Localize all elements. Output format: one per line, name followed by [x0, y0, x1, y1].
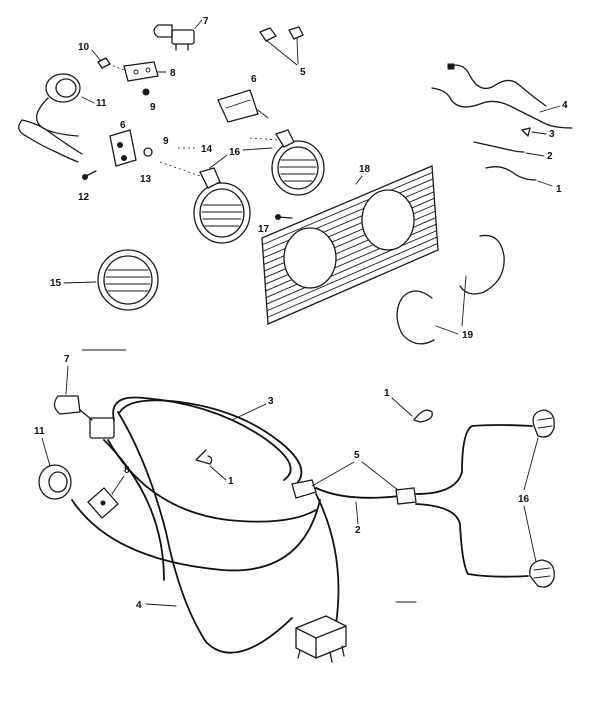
callout-16-lower: 16: [518, 494, 530, 505]
callout-13: 13: [140, 174, 152, 185]
wiring-harness: [71, 396, 533, 654]
wire-harness-part: [431, 63, 573, 187]
callout-7: 7: [203, 16, 209, 27]
callout-2: 2: [547, 151, 553, 162]
lamp-part: [36, 73, 95, 137]
grille-slat: [262, 172, 433, 246]
callout-5-lower: 5: [354, 450, 360, 461]
callout-11: 11: [96, 98, 107, 109]
callout-15: 15: [50, 278, 62, 289]
grille-panel: [261, 165, 439, 325]
switch-part: [53, 395, 115, 439]
callout-16: 16: [229, 147, 241, 158]
screw-part: [82, 170, 97, 180]
grille-slat: [266, 230, 438, 305]
callout-10: 10: [78, 42, 90, 53]
wire-loop: [18, 119, 83, 163]
screw-part: [275, 214, 293, 220]
callout-5: 5: [300, 67, 306, 78]
callout-6-right: 6: [251, 74, 257, 85]
bracket-part: [87, 475, 125, 519]
callout-12: 12: [78, 192, 90, 203]
callout-4-lower: 4: [136, 600, 142, 611]
lamp-part: [532, 409, 555, 438]
fog-lamp-part: [97, 249, 159, 311]
clip-part: [413, 409, 433, 423]
callout-17: 17: [258, 224, 270, 235]
callout-1: 1: [556, 184, 562, 195]
callout-1-lower-top: 1: [384, 388, 390, 399]
callout-2-lower: 2: [355, 525, 361, 536]
bracket-part: [123, 61, 167, 82]
relay-part: [295, 615, 347, 663]
washer-part: [143, 147, 153, 157]
callout-9-left: 9: [150, 102, 156, 113]
nut-part: [142, 88, 150, 96]
callout-19: 19: [462, 330, 474, 341]
callout-11-lower: 11: [34, 426, 45, 437]
callout-7-lower: 7: [64, 354, 70, 365]
callout-8: 8: [170, 68, 176, 79]
fog-lamp-part: [159, 161, 251, 244]
callout-4: 4: [562, 100, 568, 111]
lamp-part: [529, 559, 555, 588]
fog-lamp-part: [249, 129, 325, 196]
grille-slat: [266, 236, 438, 312]
retaining-ring-part: [396, 234, 505, 345]
callout-14: 14: [201, 144, 213, 155]
callout-1-lower-mid: 1: [228, 476, 234, 487]
callout-6-left: 6: [120, 120, 126, 131]
callout-9-mid: 9: [163, 136, 169, 147]
connector-part: [259, 26, 304, 66]
grille-slat: [267, 243, 438, 318]
callout-8-lower: 8: [124, 465, 130, 476]
bracket-part: [109, 129, 137, 167]
bracket-part: [217, 89, 269, 123]
switch-part: [153, 19, 203, 51]
callout-3: 3: [549, 129, 555, 140]
bolt-part: [97, 57, 125, 71]
callout-3-lower: 3: [268, 396, 274, 407]
lamp-part: [38, 464, 72, 500]
clip-part: [195, 449, 213, 465]
callout-18: 18: [359, 164, 371, 175]
